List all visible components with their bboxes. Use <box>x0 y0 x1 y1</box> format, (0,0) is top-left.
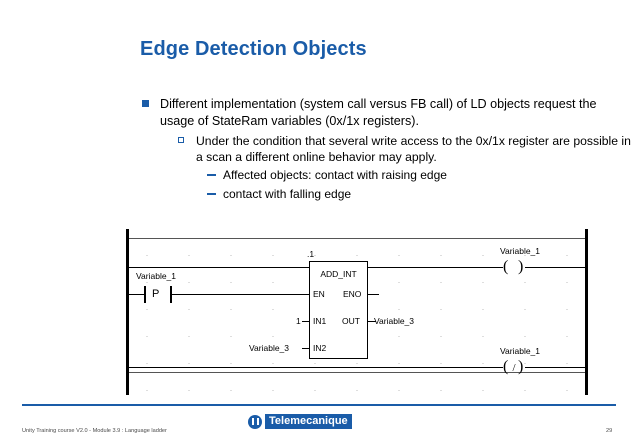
bullet-level2-text: Under the condition that several write a… <box>196 134 631 165</box>
contact-label: Variable_1 <box>136 271 177 281</box>
wire-bottom-coil-to-rail <box>525 367 585 369</box>
wire-contact-to-en <box>170 294 309 296</box>
rung-separator-top <box>129 238 585 240</box>
brand-name: Telemecanique <box>265 414 352 429</box>
telemecanique-logo: Telemecanique <box>248 414 352 429</box>
ladder-diagram: ( ) Variable_1 P Variable_1 ADD_INT .1 E… <box>126 229 588 395</box>
coil-slash: / <box>512 362 516 374</box>
pin-out-label: OUT <box>342 316 360 326</box>
value-out: Variable_3 <box>374 316 415 326</box>
function-block-name: ADD_INT <box>320 269 357 279</box>
coil-output-negated[interactable]: ( / ) <box>503 358 525 376</box>
bullet-hollow-square-icon <box>178 137 184 143</box>
footer-course-note: Unity Training course V2.0 - Module 3.9 … <box>22 428 167 434</box>
bullet-level3-b-text: contact with falling edge <box>223 187 352 202</box>
value-in1: 1 <box>296 316 301 326</box>
bullet-level3-a: Affected objects: contact with raising e… <box>207 167 631 184</box>
value-in2: Variable_3 <box>249 343 290 353</box>
bullet-square-icon <box>142 100 149 107</box>
contact-rising-edge[interactable]: P <box>144 286 172 303</box>
wire-top-coil-to-rail <box>525 267 585 269</box>
coil-paren-left: ( <box>503 258 509 275</box>
wire-in2-stub <box>302 348 310 350</box>
bullet-dash-icon <box>207 174 216 176</box>
function-block-add-int[interactable]: ADD_INT <box>309 261 368 359</box>
coil-output-normal[interactable]: ( ) <box>503 258 525 276</box>
bullet-level2: Under the condition that several write a… <box>177 133 631 165</box>
footer-page-number: 29 <box>606 428 613 434</box>
bullet-level1-text: Different implementation (system call ve… <box>160 97 597 128</box>
coil-paren-left: ( <box>503 358 509 375</box>
pin-eno-label: ENO <box>343 289 362 299</box>
pin-en-label: EN <box>313 289 325 299</box>
wire-out-stub <box>368 321 376 323</box>
pin-in1-label: IN1 <box>313 316 327 326</box>
coil-paren-right: ) <box>518 258 524 275</box>
function-block-instance-label: .1 <box>307 249 315 259</box>
power-rail-right <box>585 229 588 395</box>
wire-rail-to-contact <box>129 294 144 296</box>
contact-type-letter: P <box>152 288 160 300</box>
wire-bottom-coil <box>129 367 503 369</box>
bullet-level3-a-text: Affected objects: contact with raising e… <box>223 168 447 183</box>
power-rail-left <box>126 229 129 395</box>
coil-label-bottom: Variable_1 <box>500 346 541 356</box>
bullet-level1: Different implementation (system call ve… <box>141 96 631 129</box>
rung-separator-bottom <box>129 372 585 374</box>
brand-mark-icon <box>248 414 262 429</box>
coil-paren-right: ) <box>518 358 524 375</box>
bullet-dash-icon <box>207 193 216 195</box>
footer-divider <box>22 404 616 406</box>
wire-eno-stub <box>368 294 379 296</box>
contact-bar-left <box>144 286 146 303</box>
page-title: Edge Detection Objects <box>140 38 367 60</box>
wire-in1-stub <box>302 321 310 323</box>
coil-label-top: Variable_1 <box>500 246 541 256</box>
bullet-list: Different implementation (system call ve… <box>141 96 631 203</box>
bullet-level3-b: contact with falling edge <box>207 186 631 203</box>
pin-in2-label: IN2 <box>313 343 327 353</box>
